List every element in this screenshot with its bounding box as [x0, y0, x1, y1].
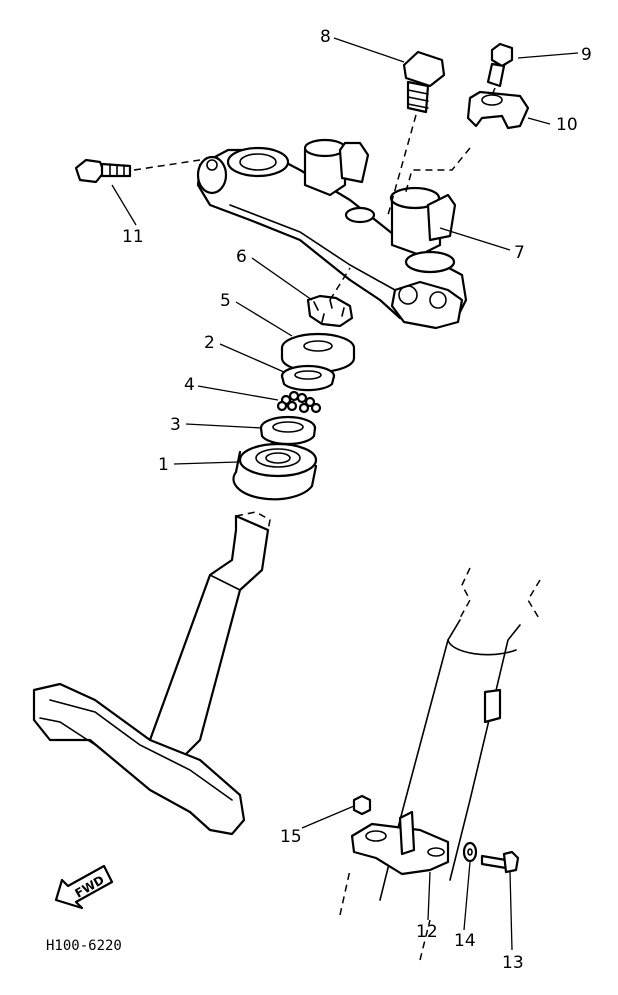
callout-8: 8 [320, 27, 331, 47]
balls-4 [276, 390, 322, 414]
front-fork [339, 567, 541, 961]
race-3 [259, 415, 317, 446]
bolt-13 [480, 850, 520, 874]
fwd-arrow: FWD [54, 864, 114, 910]
bolt-8 [387, 50, 446, 216]
washer-14 [462, 841, 478, 863]
callout-4: 4 [184, 375, 195, 395]
callout-6: 6 [236, 247, 247, 267]
holder-10 [404, 90, 530, 196]
callouts: 8 9 10 11 7 6 5 2 4 3 1 15 12 14 13 [122, 27, 592, 973]
callout-2: 2 [204, 333, 215, 353]
seal-1 [232, 442, 318, 501]
nut-6 [306, 267, 354, 328]
callout-5: 5 [220, 291, 231, 311]
callout-9: 9 [581, 45, 592, 65]
nut-15 [352, 794, 372, 816]
bolt-9 [486, 42, 514, 101]
callout-15: 15 [280, 827, 302, 847]
callout-13: 13 [502, 953, 524, 973]
callout-12: 12 [416, 922, 438, 942]
clamp-12 [350, 810, 450, 876]
steering-stem [32, 511, 271, 836]
callout-10: 10 [556, 115, 578, 135]
leader-lines [111, 37, 579, 951]
drawing-code: H100-6220 [46, 938, 122, 954]
race-2 [280, 364, 336, 392]
callout-11: 11 [122, 227, 144, 247]
callout-7: 7 [514, 243, 525, 263]
callout-1: 1 [158, 455, 169, 475]
callout-14: 14 [454, 931, 476, 951]
upper-bracket [196, 138, 468, 330]
callout-3: 3 [170, 415, 181, 435]
bolt-11 [74, 158, 201, 184]
